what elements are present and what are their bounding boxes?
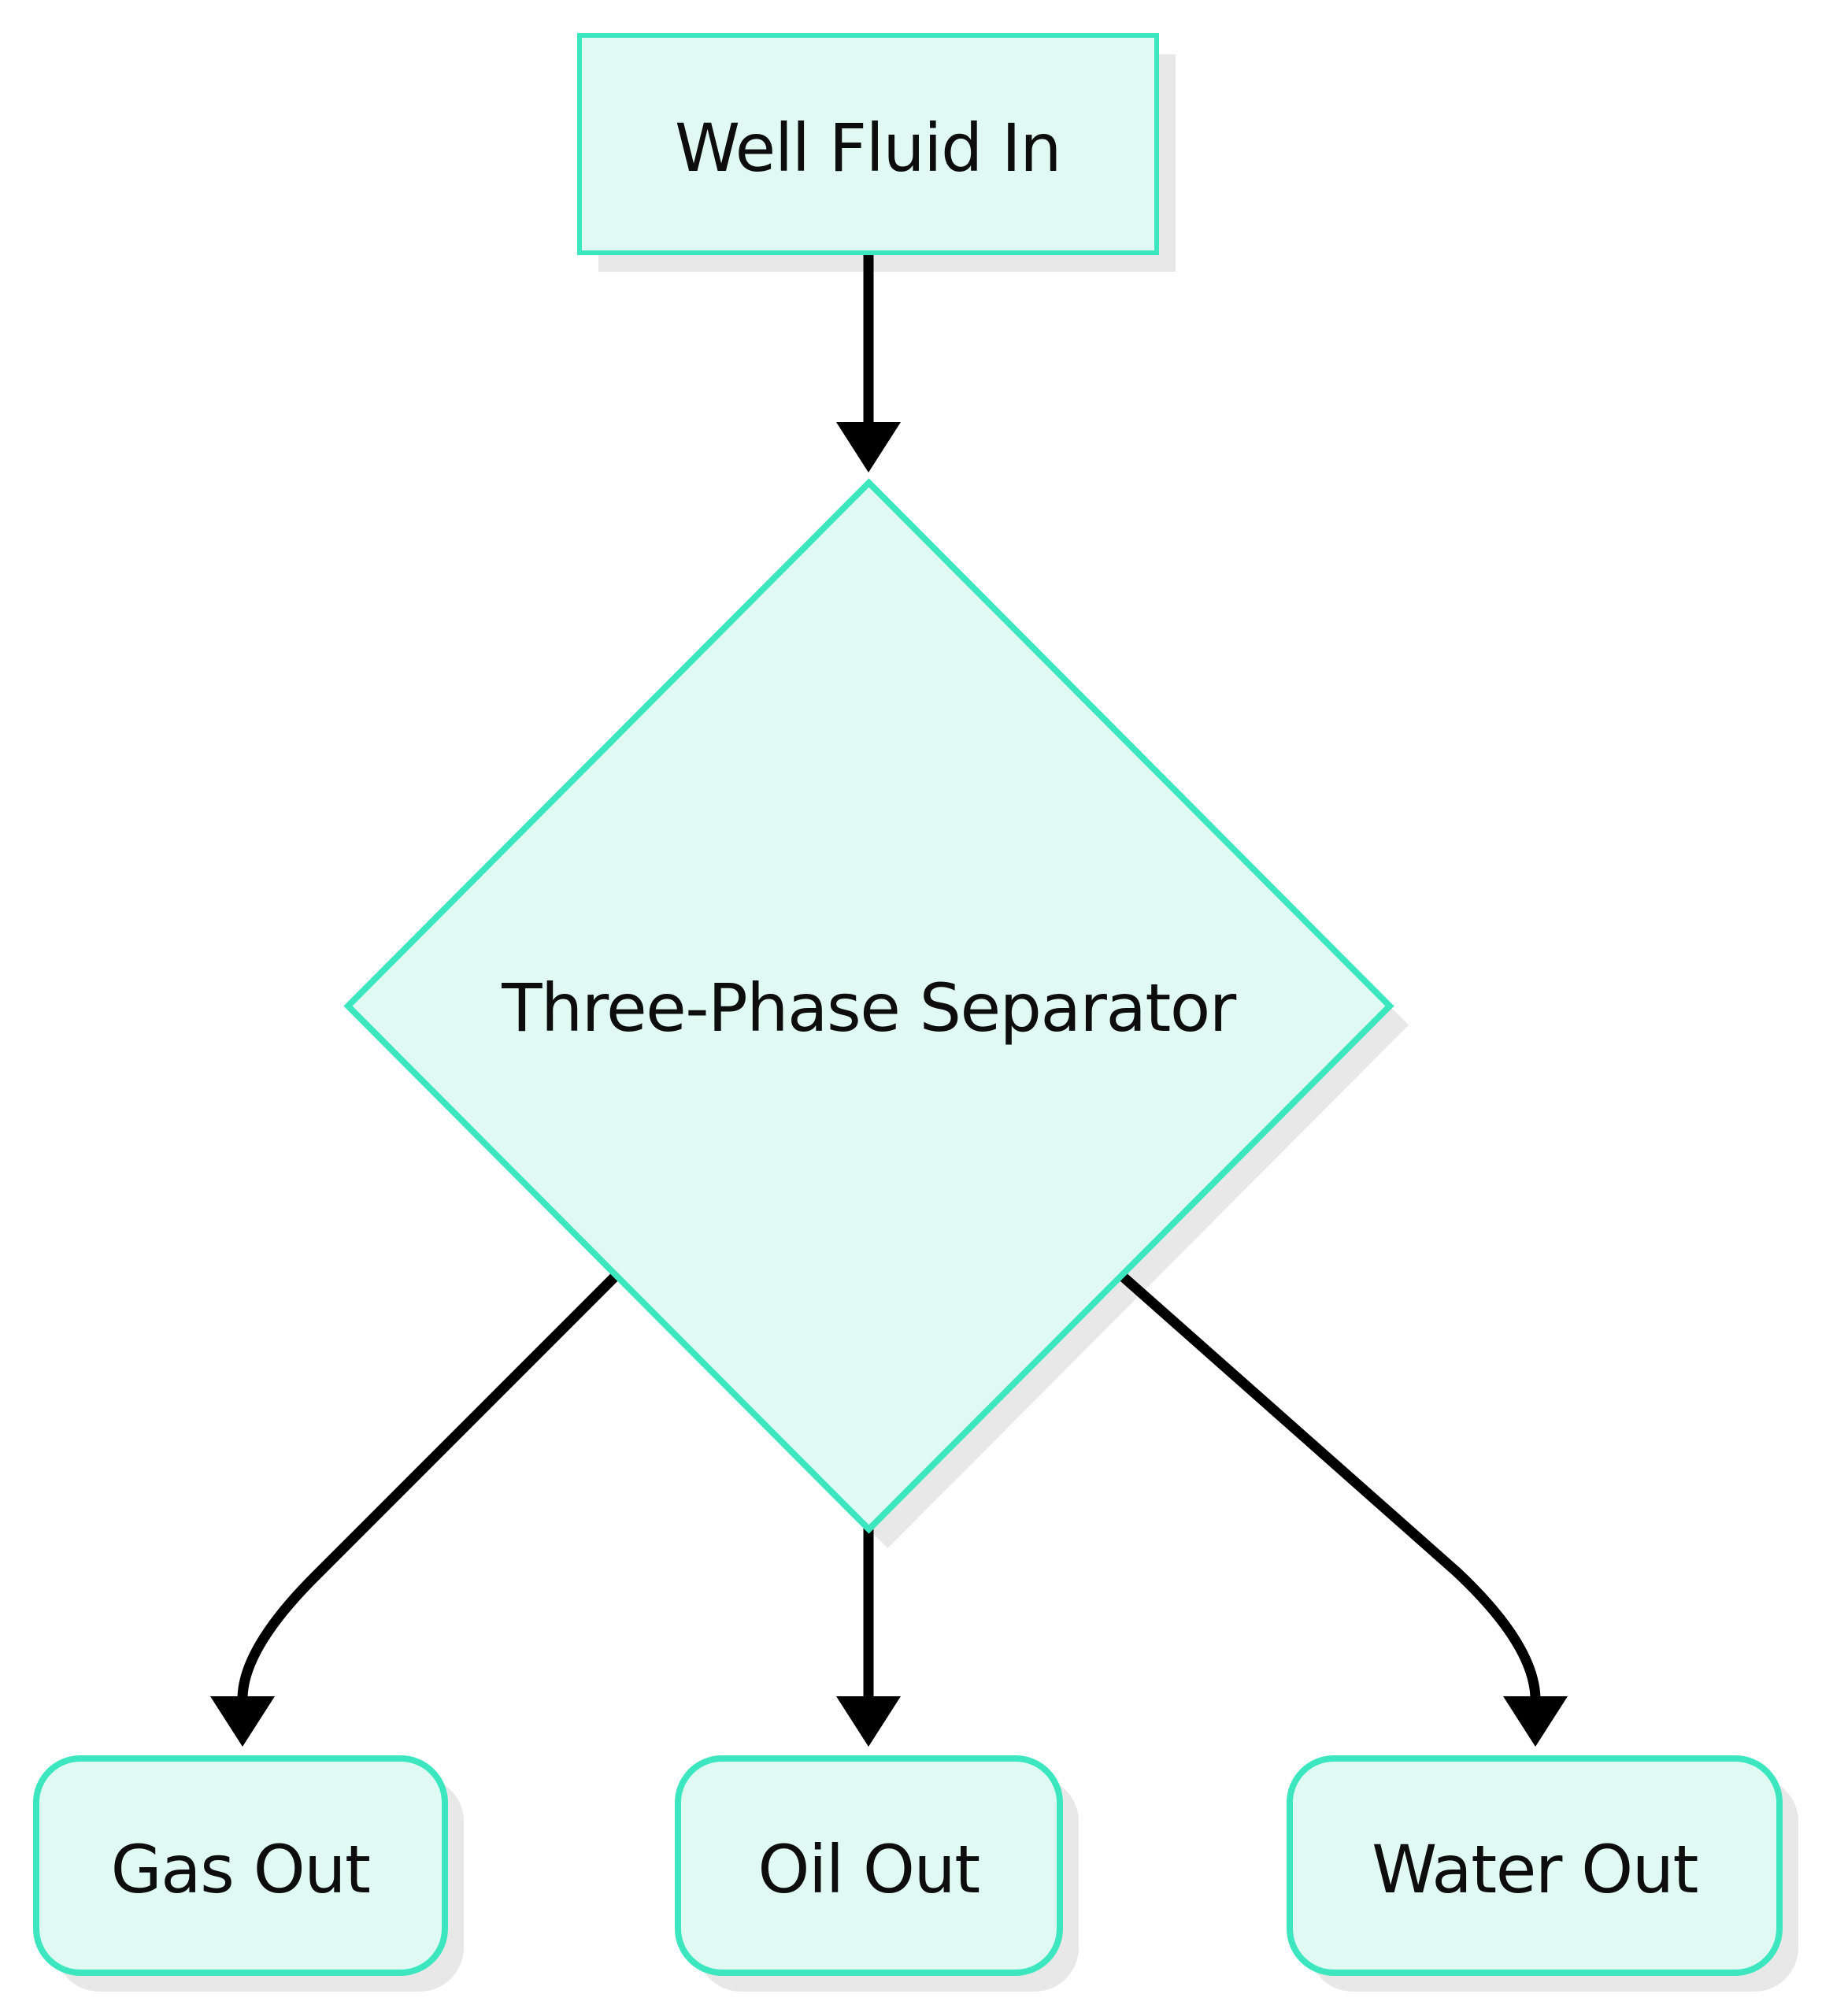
edge-layer (237, 250, 1541, 1699)
node-well-fluid-in (577, 33, 1159, 255)
node-oil-out (675, 1755, 1063, 1976)
arrowhead-layer (210, 422, 1568, 1747)
separator-label: Three-Phase Separator (502, 969, 1236, 1047)
arrowhead-to-oil (836, 1696, 901, 1747)
node-water-out (1287, 1755, 1783, 1976)
node-gas-out (33, 1755, 448, 1976)
gas-out-label: Gas Out (110, 1831, 371, 1908)
arrowhead-to-gas (210, 1696, 275, 1747)
arrowhead-to-separator (836, 422, 901, 472)
node-layer (33, 33, 1783, 1976)
oil-out-label: Oil Out (757, 1831, 980, 1908)
node-separator-diamond (343, 478, 1394, 1534)
arrowhead-to-water (1503, 1696, 1568, 1747)
water-out-label: Water Out (1372, 1831, 1698, 1908)
edge-separator-gas (237, 1273, 619, 1699)
well-fluid-in-label: Well Fluid In (675, 109, 1061, 187)
edge-separator-water (1119, 1273, 1541, 1699)
